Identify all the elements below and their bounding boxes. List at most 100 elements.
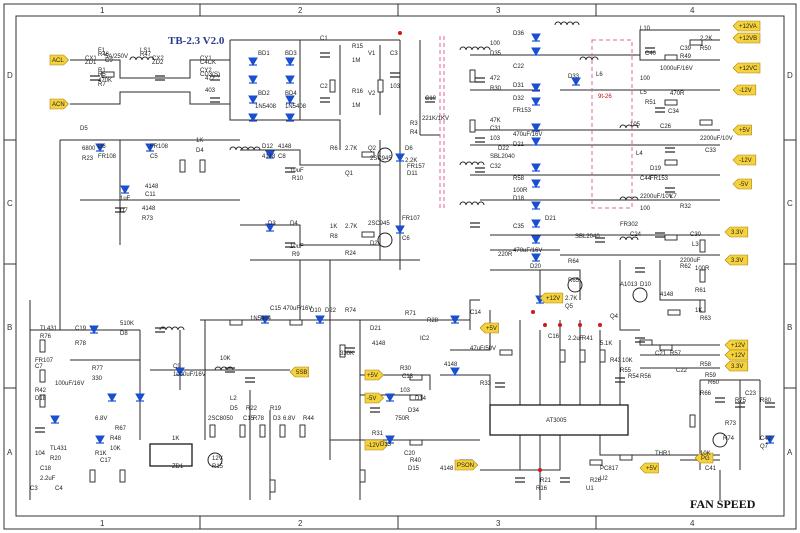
component-label: ZD2 <box>152 60 164 66</box>
net-tag: +12VA <box>732 20 761 32</box>
net-tag-shape <box>732 178 752 190</box>
net-tag-text: -12V <box>739 88 752 94</box>
component-label: C19 <box>75 326 87 332</box>
component-label: V1 <box>368 51 376 57</box>
resistor-symbol <box>239 424 246 438</box>
component-label: 2.2K <box>700 36 712 42</box>
inductor-symbol <box>229 146 261 151</box>
component-label: R46 <box>98 52 110 58</box>
transistor-symbol <box>377 147 393 163</box>
net-tag-text: ACN <box>52 102 65 108</box>
component-label: 100 <box>490 41 501 47</box>
resistor-symbol <box>101 71 115 78</box>
net-tag: PSON <box>454 459 479 471</box>
resistor-symbol <box>619 454 633 461</box>
component-label: D32 <box>513 96 525 102</box>
component-label: CD3(S) <box>200 72 220 78</box>
component-label: D10 <box>640 282 652 288</box>
component-label: 10K <box>110 446 121 452</box>
net-tag-shape <box>539 292 564 304</box>
component-label: D2 <box>370 241 378 247</box>
net-tag-shape <box>694 452 714 464</box>
net-tag-text: +5V <box>646 466 657 472</box>
net-tag: +12VC <box>732 62 761 74</box>
resistor-symbol <box>377 79 384 93</box>
resistor-symbol <box>499 349 513 356</box>
grid-col-label: 2 <box>298 519 303 528</box>
wire <box>70 59 150 79</box>
resistor-symbol <box>599 349 606 363</box>
wire <box>619 260 640 331</box>
net-tag-shape <box>732 32 761 44</box>
component-label: R77 <box>92 366 104 372</box>
component-label: C31 <box>490 126 502 132</box>
component-label: C11 <box>145 192 156 198</box>
component-label: 1M <box>352 58 360 64</box>
component-label: R55 <box>620 368 632 374</box>
component-label: Q4 <box>610 314 619 320</box>
component-label: 4148 <box>278 144 292 150</box>
component-label: TL431 <box>50 446 68 452</box>
resistor-symbol <box>689 414 696 428</box>
diode-symbol <box>248 57 258 67</box>
component-label: 4148 <box>262 154 276 160</box>
component-label: THR1 <box>655 451 671 457</box>
component-label: 10K <box>220 356 231 362</box>
component-label: D20 <box>530 264 542 270</box>
component-label: C20 <box>404 451 416 457</box>
component-label: D3 <box>268 221 276 227</box>
component-label: 103 <box>390 84 401 90</box>
resistor-symbol <box>259 424 266 438</box>
component-label: D6 <box>98 144 106 150</box>
component-label: 2200uF <box>680 258 701 264</box>
net-tag-text: -5V <box>739 182 748 188</box>
component-label: R4 <box>410 130 418 136</box>
component-label: R47 <box>140 52 152 58</box>
component-label: 470uF/16V <box>513 248 542 254</box>
resistor-symbol <box>289 319 303 326</box>
grid-row-label: C <box>787 199 793 208</box>
component-label: D4 <box>196 148 204 154</box>
component-label: FR108 <box>150 144 169 150</box>
resistor-symbol <box>589 459 603 466</box>
wire <box>150 59 230 79</box>
fan-speed-label: FAN SPEED <box>690 497 756 511</box>
diode-symbol <box>531 137 541 147</box>
diode-symbol <box>531 97 541 107</box>
resistor-symbol <box>559 349 566 363</box>
diode-symbol <box>395 225 405 235</box>
component-label: R42 <box>35 388 47 394</box>
diode-symbol <box>385 435 395 445</box>
component-label: D18 <box>35 396 47 402</box>
component-label: L3 <box>692 242 699 248</box>
resistor-symbol <box>699 299 706 313</box>
component-label: C32 <box>490 164 502 170</box>
resistor-symbol <box>664 99 678 106</box>
component-label: C2 <box>320 84 328 90</box>
net-tag-text: -5V <box>367 396 376 402</box>
component-label: 2.2uF <box>40 476 56 482</box>
component-label: D21 <box>370 326 382 332</box>
component-label: D10 <box>310 308 322 314</box>
diode-symbol <box>89 325 99 335</box>
component-label: R48 <box>110 436 122 442</box>
net-tag-shape <box>732 84 757 96</box>
resistor-symbol <box>199 159 206 173</box>
junction-pad <box>598 323 602 327</box>
component-label: FR107 <box>35 358 54 364</box>
diode-symbol <box>531 47 541 57</box>
component-label: D18 <box>513 196 525 202</box>
diode-symbol <box>50 415 60 425</box>
component-label: 4148 <box>440 466 454 472</box>
component-label: 100 <box>640 76 651 82</box>
component-label: D15 <box>408 466 420 472</box>
component-label: V2 <box>368 91 376 97</box>
resistor-symbol <box>699 119 713 126</box>
component-label: R33 <box>480 381 492 387</box>
net-tag-text: +5V <box>367 373 378 379</box>
net-tag: +12VB <box>732 32 761 44</box>
component-label: R21 <box>540 478 552 484</box>
inductor-symbol <box>619 124 639 129</box>
component-label: R15 <box>212 464 224 470</box>
